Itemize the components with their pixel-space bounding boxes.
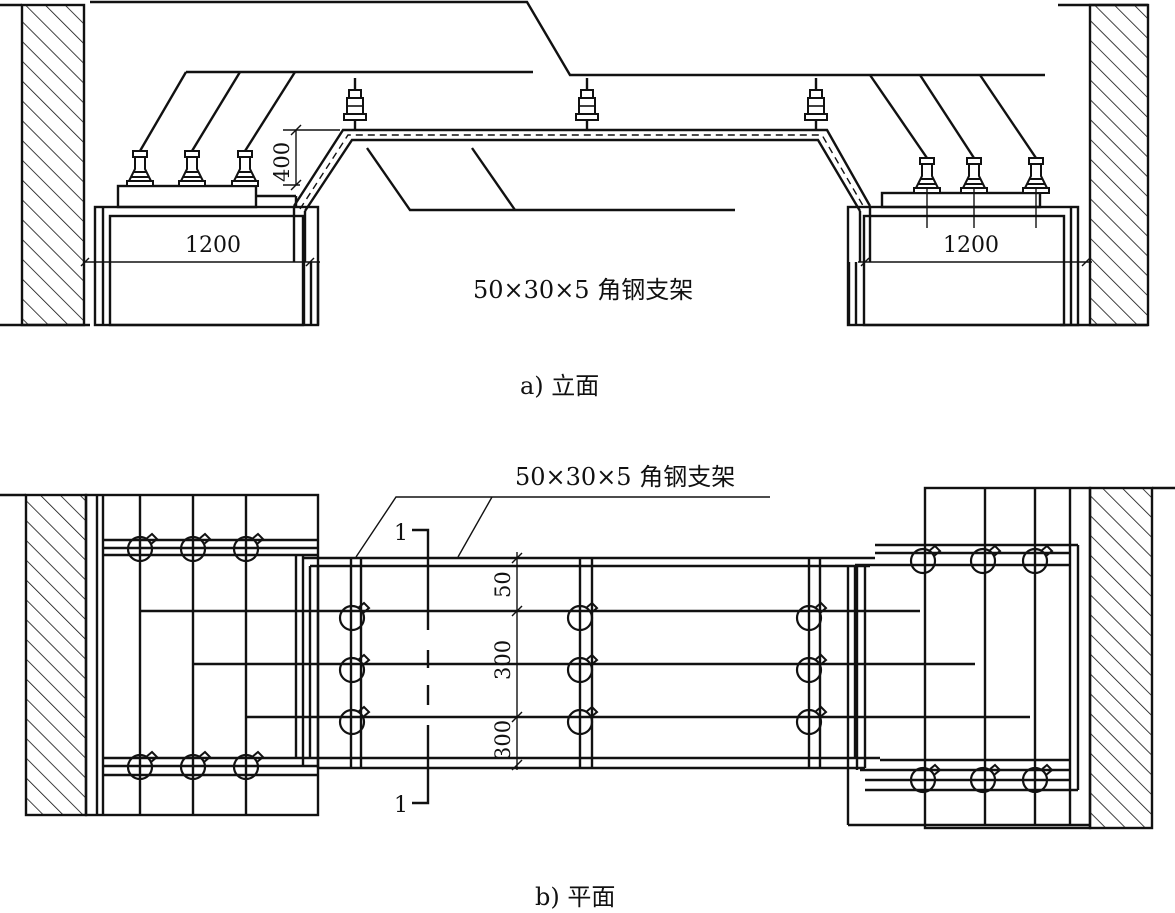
left-insulators — [126, 71, 297, 187]
section-mark-top: 1 — [394, 521, 408, 546]
dim-height-400: 400 — [270, 124, 340, 191]
dim-right-1200: 1200 — [858, 233, 1092, 267]
ceiling-hangers — [342, 76, 829, 132]
elevation-view: 400 1200 1200 50×30×5 角钢支架 a) 立面 — [0, 0, 1150, 400]
left-wall-plan — [24, 493, 88, 817]
right-wall-elevation — [1088, 3, 1150, 327]
angle-steel-bracket — [366, 147, 735, 212]
right-wall-plan — [1088, 486, 1154, 830]
section-cut-1-1: 1 1 — [394, 521, 430, 818]
dim-label-right: 1200 — [943, 233, 999, 258]
leader-line-bracket — [355, 496, 770, 558]
caption-elevation: a) 立面 — [520, 372, 599, 400]
dim-chain-plan: 50 300 300 — [491, 552, 523, 771]
plan-view: 1 1 50×30×5 角钢支架 50 300 300 b) 平面 — [0, 463, 1175, 911]
bracket-label-plan: 50×30×5 角钢支架 — [515, 463, 735, 491]
left-wall-elevation — [20, 3, 86, 327]
dim-label-50: 50 — [491, 571, 515, 598]
right-cabinet-plan — [846, 486, 1092, 830]
left-cabinet-plan — [84, 493, 320, 817]
bus-bridge-plan — [140, 556, 1030, 770]
left-switchgear-cabinet — [93, 184, 320, 327]
dim-label-left: 1200 — [185, 233, 241, 258]
right-insulators — [869, 74, 1050, 228]
dim-label-400: 400 — [270, 142, 294, 182]
bus-bridge-elevation — [292, 128, 872, 262]
dim-left-1200: 1200 — [80, 233, 320, 267]
bracket-label-elevation: 50×30×5 角钢支架 — [473, 276, 693, 304]
caption-plan: b) 平面 — [535, 883, 615, 911]
right-switchgear-cabinet — [846, 191, 1080, 327]
section-mark-bottom: 1 — [394, 793, 408, 818]
dim-label-300-b: 300 — [491, 720, 515, 760]
ceiling-line — [90, 0, 1045, 77]
dim-label-300-a: 300 — [491, 640, 515, 680]
